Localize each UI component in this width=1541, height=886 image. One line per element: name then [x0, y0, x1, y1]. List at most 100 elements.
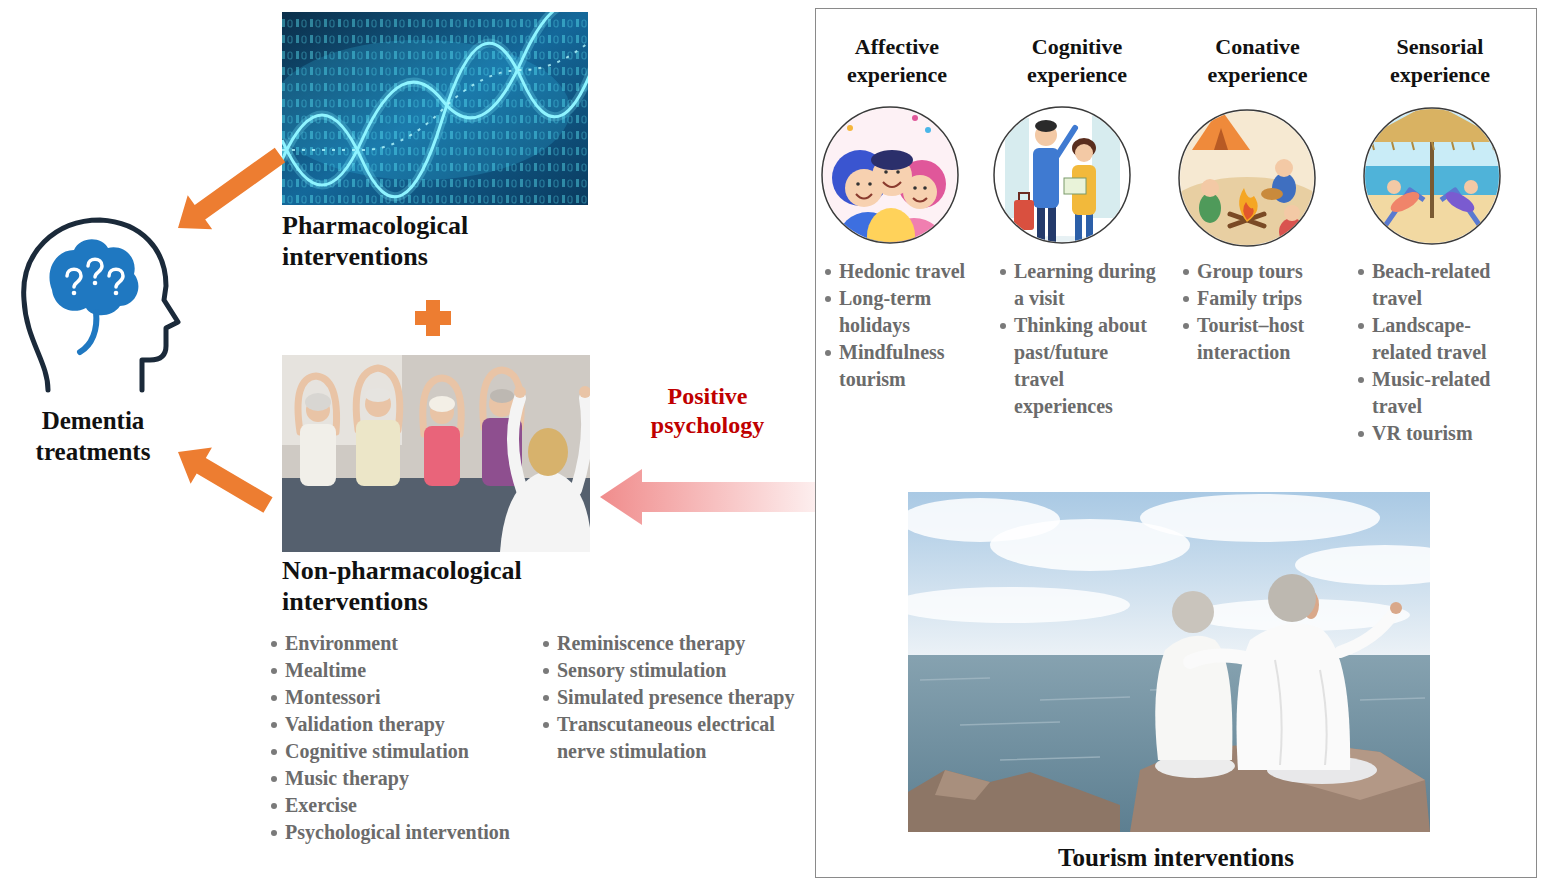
list-row: VR tourism — [1355, 420, 1525, 447]
list-row: Simulated presence therapy — [540, 684, 795, 711]
hand — [1390, 602, 1402, 614]
list-item: Transcutaneous electrical nerve stimulat… — [557, 711, 795, 765]
head — [1275, 159, 1293, 177]
rocks — [908, 770, 1120, 832]
item-list: Beach-related travelLandscape-related tr… — [1355, 258, 1525, 447]
eye — [884, 170, 888, 174]
head — [1464, 180, 1478, 194]
item-list: Learning during a visitThinking about pa… — [997, 258, 1157, 420]
eye — [868, 182, 872, 186]
ground — [992, 236, 1132, 260]
conative-picture — [1157, 108, 1337, 267]
cloud — [1140, 494, 1380, 542]
list-row: Exercise — [268, 792, 518, 819]
bullet-dot — [543, 722, 549, 728]
node-heading: Pharmacological interventions — [280, 210, 600, 272]
rock-highlight — [935, 770, 990, 800]
bullet-dot — [1000, 269, 1006, 275]
hair — [429, 396, 455, 412]
list-item: Landscape-related travel — [1372, 312, 1525, 366]
list-item: Music-related travel — [1372, 366, 1525, 420]
instructor-hair — [528, 428, 568, 476]
list-item: Montessori — [285, 684, 518, 711]
item-list: Hedonic travelLong-term holidaysMindfuln… — [822, 258, 972, 393]
dna-picture — [282, 12, 588, 205]
helix-glow — [282, 40, 588, 197]
bullet-dot — [271, 749, 277, 755]
hand — [514, 386, 526, 398]
list-row: Beach-related travel — [1355, 258, 1525, 312]
body — [867, 208, 915, 264]
list-row: Validation therapy — [268, 711, 518, 738]
bullet-dot — [825, 296, 831, 302]
guitar — [1261, 188, 1283, 200]
bullet-dot — [271, 722, 277, 728]
raised-arms — [298, 376, 337, 432]
bullet-dot — [271, 641, 277, 647]
eye — [896, 170, 900, 174]
body — [1199, 193, 1221, 223]
flow-arrow — [600, 469, 815, 525]
woman-hair — [1172, 591, 1214, 633]
item-column: EnvironmentMealtimeMontessoriValidation … — [268, 630, 518, 846]
list-row: Montessori — [268, 684, 518, 711]
list-row: Hedonic travel — [822, 258, 972, 285]
bullet-dot — [1358, 431, 1364, 437]
list-row: Tourist–host interaction — [1180, 312, 1335, 366]
list-row: Family trips — [1180, 285, 1335, 312]
node-heading: Conative experience — [1180, 33, 1335, 89]
question-mark-dot — [72, 291, 77, 296]
umbrella-fringe — [1372, 142, 1494, 150]
hair — [305, 393, 331, 411]
list-item: Beach-related travel — [1372, 258, 1525, 312]
arm — [1057, 128, 1075, 156]
node-heading: Non-pharmacological interventions — [268, 555, 600, 617]
picture-circle — [1179, 110, 1315, 246]
list-row: Long-term holidays — [822, 285, 972, 339]
flow-arrow — [178, 448, 273, 513]
head — [1201, 179, 1219, 197]
helix-strand — [282, 12, 588, 185]
sensorial-picture — [1358, 102, 1506, 245]
node-heading: Affective experience — [822, 33, 972, 89]
picture-ground — [994, 107, 1130, 243]
confetti — [847, 125, 853, 131]
bullet-dot — [1358, 269, 1364, 275]
list-row: Group tours — [1180, 258, 1335, 285]
flow-arrow — [178, 148, 285, 230]
question-mark-dot — [114, 291, 119, 296]
experience-column: Cognitive experienceLearning during a vi… — [997, 33, 1157, 420]
list-item: Reminiscence therapy — [557, 630, 795, 657]
list-item: Thinking about past/future travel experi… — [1014, 312, 1157, 420]
eye — [856, 182, 860, 186]
exercise-photo — [282, 355, 590, 552]
list-item: Tourist–host interaction — [1197, 312, 1335, 366]
picture-circle — [822, 107, 958, 243]
list-row: Music therapy — [268, 765, 518, 792]
flame — [1243, 202, 1254, 220]
list-row: Reminiscence therapy — [540, 630, 795, 657]
list-item: Sensory stimulation — [557, 657, 795, 684]
question-mark-curve — [109, 269, 123, 287]
smile — [913, 198, 927, 202]
body — [1279, 218, 1305, 246]
list-item: Environment — [285, 630, 518, 657]
experience-column: Conative experienceGroup toursFamily tri… — [1180, 33, 1335, 366]
list-item: Psychological intervention — [285, 819, 518, 846]
edge-label: Positive psychology — [628, 382, 788, 440]
bullet-dot — [271, 803, 277, 809]
bullet-dot — [825, 269, 831, 275]
bullet-dot — [1183, 269, 1189, 275]
node-heading: Tourism interventions — [816, 844, 1536, 872]
list-item: Exercise — [285, 792, 518, 819]
raised-arms — [423, 378, 461, 434]
question-mark-curve — [88, 259, 102, 277]
bullet-dot — [271, 668, 277, 674]
list-item: Group tours — [1197, 258, 1335, 285]
item-list: Group toursFamily tripsTourist–host inte… — [1180, 258, 1335, 366]
eye — [923, 186, 927, 190]
bullet-dot — [543, 668, 549, 674]
leg — [1048, 205, 1056, 245]
bullet-dot — [1358, 323, 1364, 329]
